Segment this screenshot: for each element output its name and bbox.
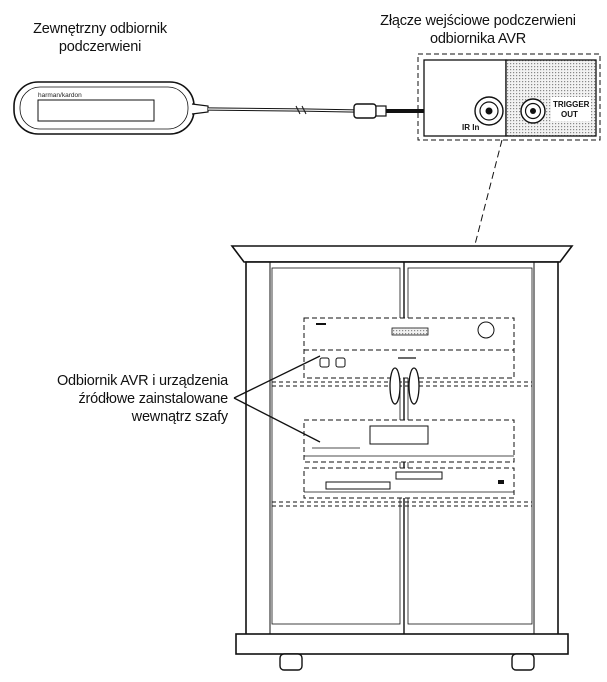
avr-unit [303,317,515,379]
cable-kink [295,105,307,115]
avr-in-cabinet-label: Odbiornik AVR i urządzenia źródłowe zain… [28,372,228,426]
avr-input-jack-2 [335,357,346,368]
source-device-1-display [369,425,429,445]
ir-input-connector-label: Złącze wejściowe podczerwieni odbiornika… [358,12,598,48]
external-receiver-label-line-1: Zewnętrzny odbiornik [33,21,167,37]
source-device-2 [303,467,515,499]
cabinet-leg-right [511,653,535,671]
ir-input-connector-label-line-1: Złącze wejściowe podczerwieni [380,13,576,29]
cabinet-base [235,633,569,655]
external-receiver-label: Zewnętrzny odbiornik podczerwieni [10,20,190,56]
avr-in-cabinet-label-line-1: Odbiornik AVR i urządzenia [56,373,228,389]
source-device-2-tray-lower [325,481,391,490]
ir-in-text: IR In [462,123,479,132]
receiver-brand-text: harman/kardon [38,92,82,99]
source-device-2-tray-upper [395,471,443,480]
trigger-label-box [551,97,591,121]
receiver-tail [191,103,209,115]
trigger-out-text-2: OUT [561,110,578,119]
plug-body [353,103,377,119]
source-device-2-button [498,480,504,484]
avr-display-grille [391,327,429,336]
panel-dashed-frame [417,53,601,141]
avr-front-logo [316,323,326,325]
leader-line-to-avr [233,355,321,399]
external-ir-receiver: harman/kardon [13,81,209,135]
shelves [272,381,532,507]
avr-input-jack [319,357,330,368]
panel-to-avr-dashed-leader [455,139,503,319]
source-device-1 [303,419,515,463]
door-handle-right [408,367,420,405]
label-leader-lines [233,355,321,443]
plug-collar [375,105,387,117]
cabinet-leg-left [279,653,303,671]
door-handle-left [389,367,401,405]
door-handles [389,367,420,405]
receiver-inner-outline [19,86,189,130]
trigger-out-text-1: TRIGGER [553,100,590,109]
avr-volume-knob [477,321,495,339]
cabinet-top [230,245,574,263]
trigger-jack-center [530,108,536,114]
avr-rear-panel-detail: IR In TRIGGER OUT [417,53,601,141]
avr-in-cabinet-label-line-2: źródłowe zainstalowane [78,391,228,407]
leader-line-to-source [233,397,321,443]
ir-input-connector-label-line-2: odbiornika AVR [429,31,527,47]
avr-in-cabinet-label-line-3: wewnątrz szafy [131,409,229,425]
receiver-window [37,99,155,122]
cable-line-inner [207,108,357,112]
external-receiver-label-line-2: podczerwieni [58,39,142,55]
ir-in-jack-center [485,107,493,115]
